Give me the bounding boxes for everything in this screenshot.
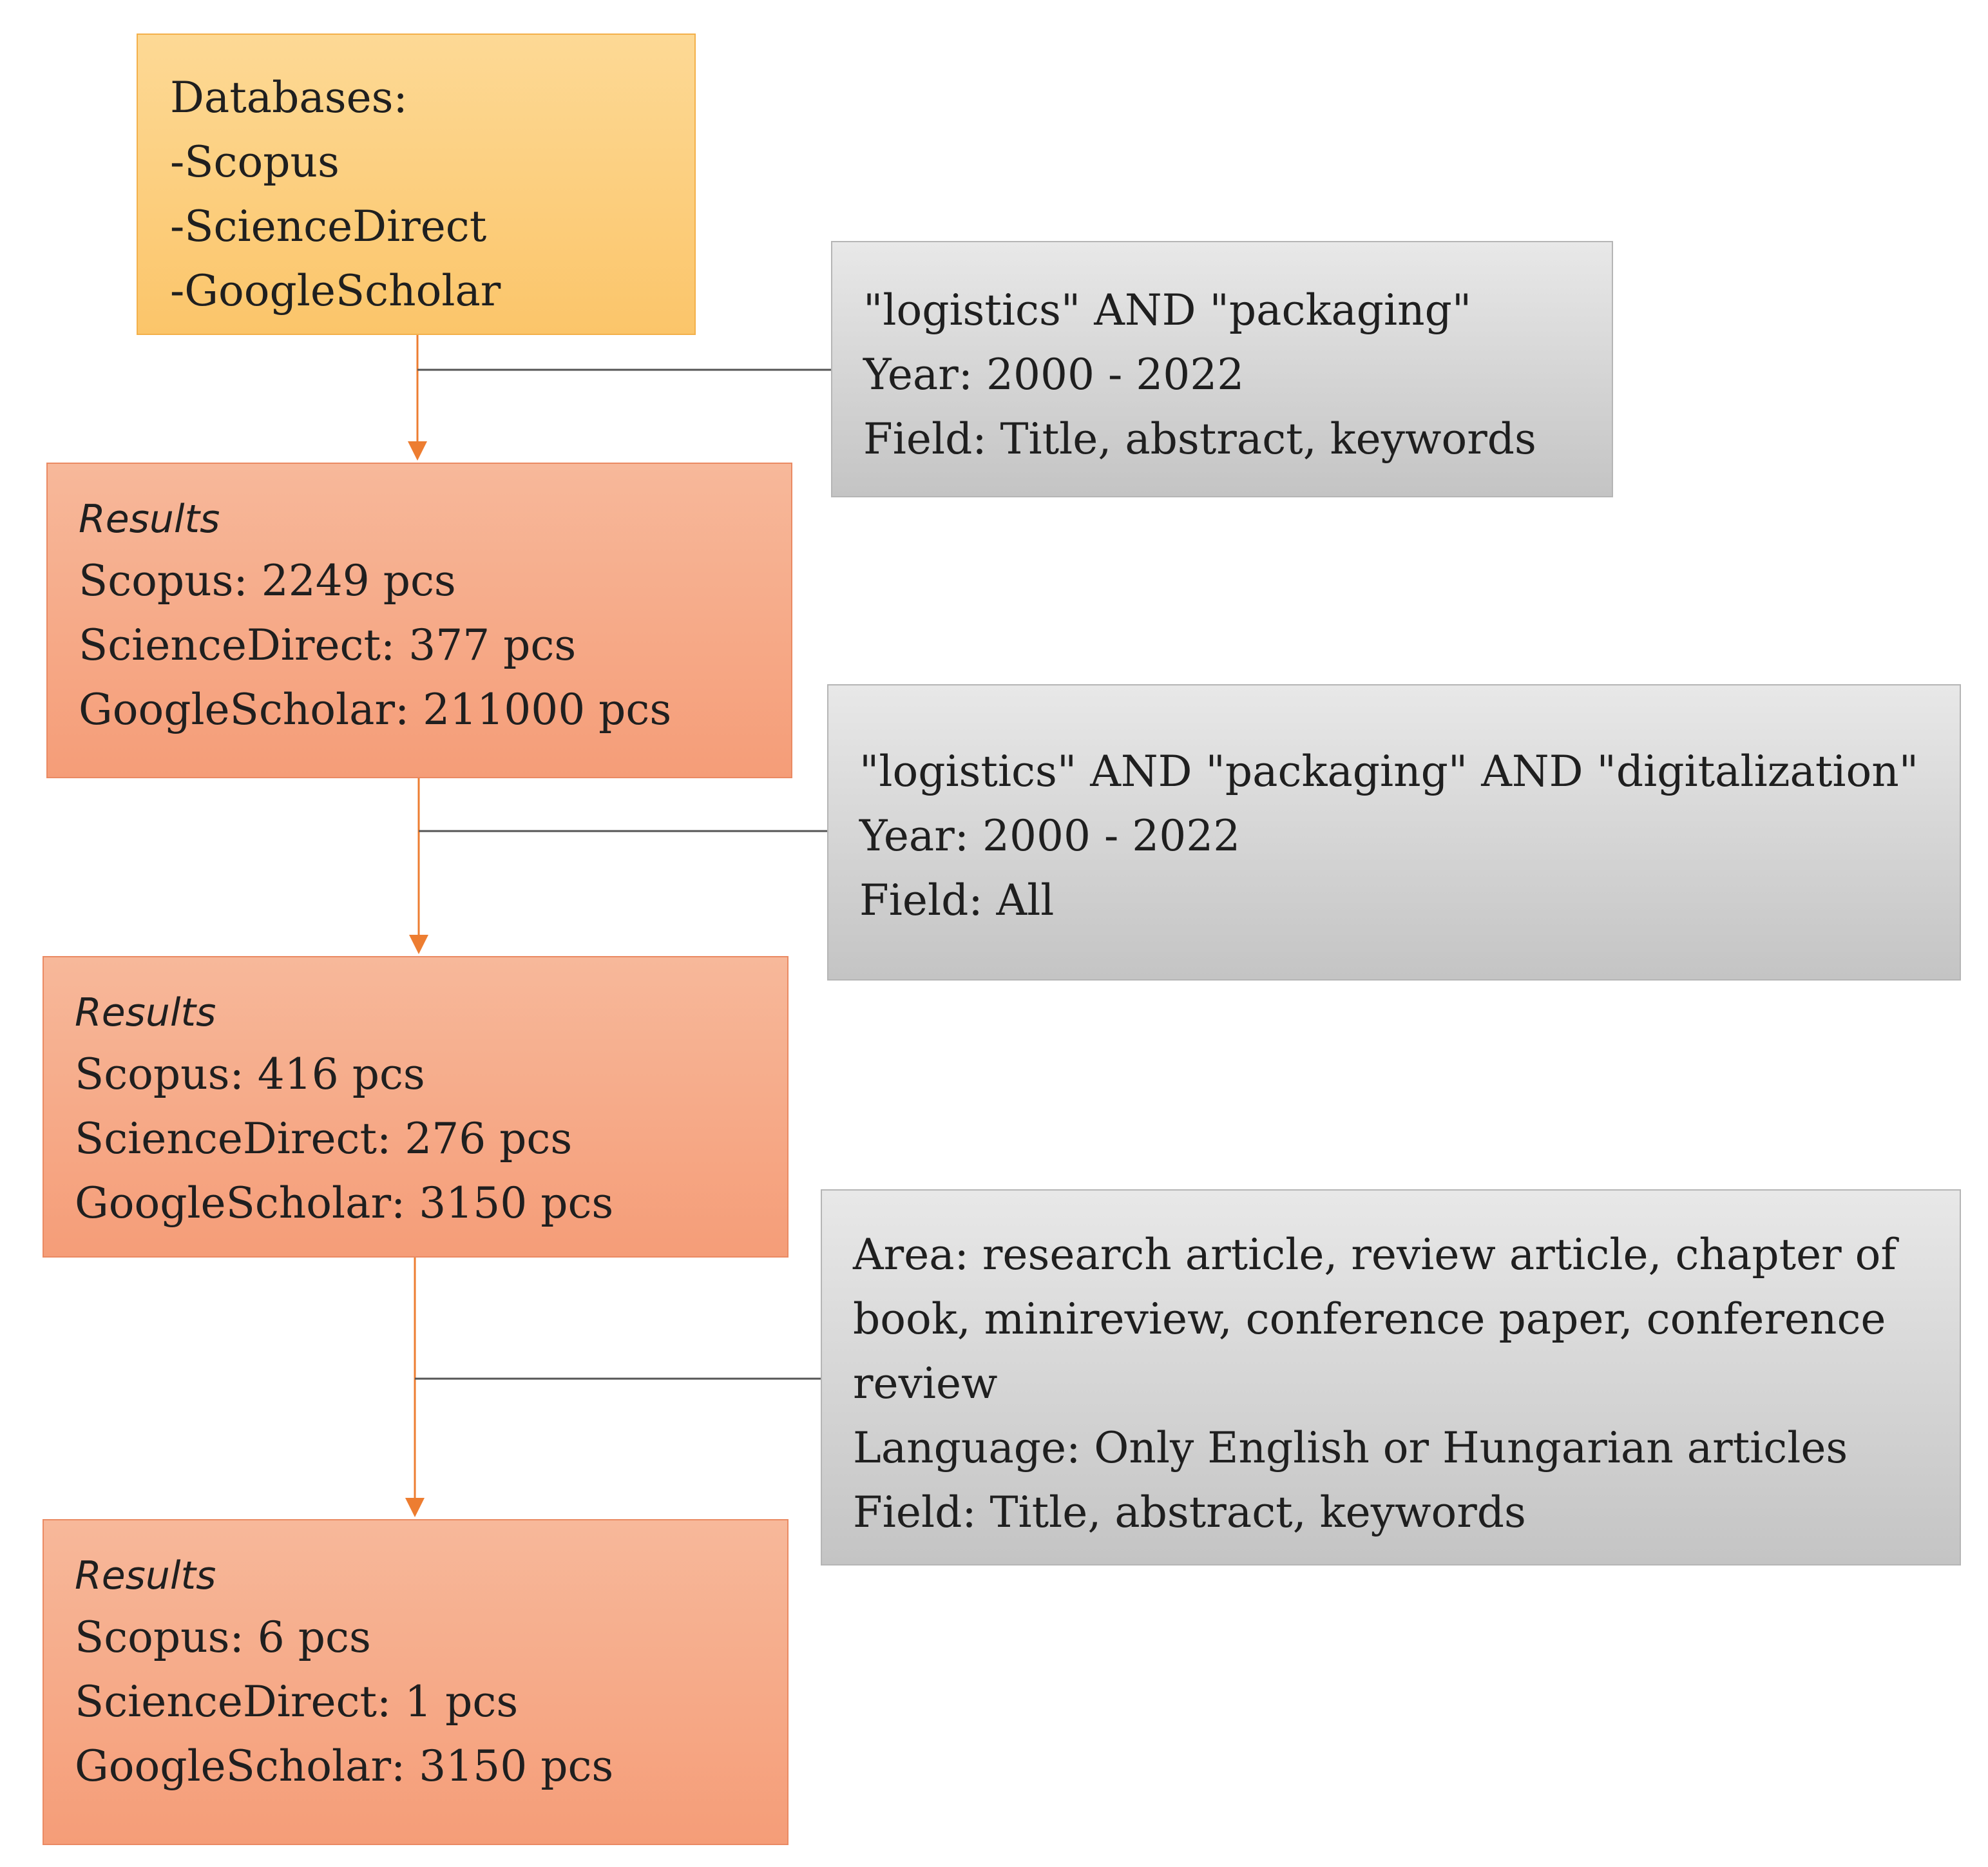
filter-3-area-line-1: Area: research article, review article, … — [853, 1230, 1897, 1279]
filter-1-year: Year: 2000 - 2022 — [863, 350, 1245, 399]
filter-2-year: Year: 2000 - 2022 — [859, 811, 1241, 861]
databases-box: Databases: -Scopus -ScienceDirect -Googl… — [137, 34, 696, 335]
results-1-title: Results — [79, 497, 220, 542]
filter-box-3: Area: research article, review article, … — [821, 1189, 1961, 1565]
results-2-title: Results — [75, 990, 216, 1035]
filter-box-2: "logistics" AND "packaging" AND "digital… — [827, 684, 1961, 981]
database-item-googlescholar: -GoogleScholar — [170, 266, 501, 316]
filter-3-area-line-3: review — [853, 1359, 998, 1408]
results-3-scopus: Scopus: 6 pcs — [75, 1613, 371, 1662]
results-2-scopus: Scopus: 416 pcs — [75, 1049, 425, 1099]
database-item-scopus: -Scopus — [170, 137, 339, 187]
results-box-1: Results Scopus: 2249 pcs ScienceDirect: … — [46, 463, 792, 778]
filter-3-language: Language: Only English or Hungarian arti… — [853, 1423, 1848, 1473]
filter-2-query: "logistics" AND "packaging" AND "digital… — [859, 747, 1919, 796]
results-2-sciencedirect: ScienceDirect: 276 pcs — [75, 1114, 573, 1163]
results-2-googlescholar: GoogleScholar: 3150 pcs — [75, 1178, 614, 1228]
results-box-2: Results Scopus: 416 pcs ScienceDirect: 2… — [43, 956, 789, 1258]
filter-1-query: "logistics" AND "packaging" — [863, 285, 1472, 335]
results-3-googlescholar: GoogleScholar: 3150 pcs — [75, 1741, 614, 1791]
filter-1-field: Field: Title, abstract, keywords — [863, 414, 1536, 464]
results-1-googlescholar: GoogleScholar: 211000 pcs — [79, 685, 672, 734]
filter-3-field: Field: Title, abstract, keywords — [853, 1488, 1526, 1537]
results-1-scopus: Scopus: 2249 pcs — [79, 556, 456, 606]
filter-3-area-line-2: book, minireview, conference paper, conf… — [853, 1294, 1886, 1344]
databases-header: Databases: — [170, 73, 408, 122]
results-3-sciencedirect: ScienceDirect: 1 pcs — [75, 1677, 519, 1727]
results-box-3: Results Scopus: 6 pcs ScienceDirect: 1 p… — [43, 1519, 789, 1845]
filter-box-1: "logistics" AND "packaging" Year: 2000 -… — [831, 241, 1613, 497]
results-1-sciencedirect: ScienceDirect: 377 pcs — [79, 620, 577, 670]
filter-2-field: Field: All — [859, 876, 1055, 925]
database-item-sciencedirect: -ScienceDirect — [170, 202, 487, 251]
results-3-title: Results — [75, 1553, 216, 1598]
